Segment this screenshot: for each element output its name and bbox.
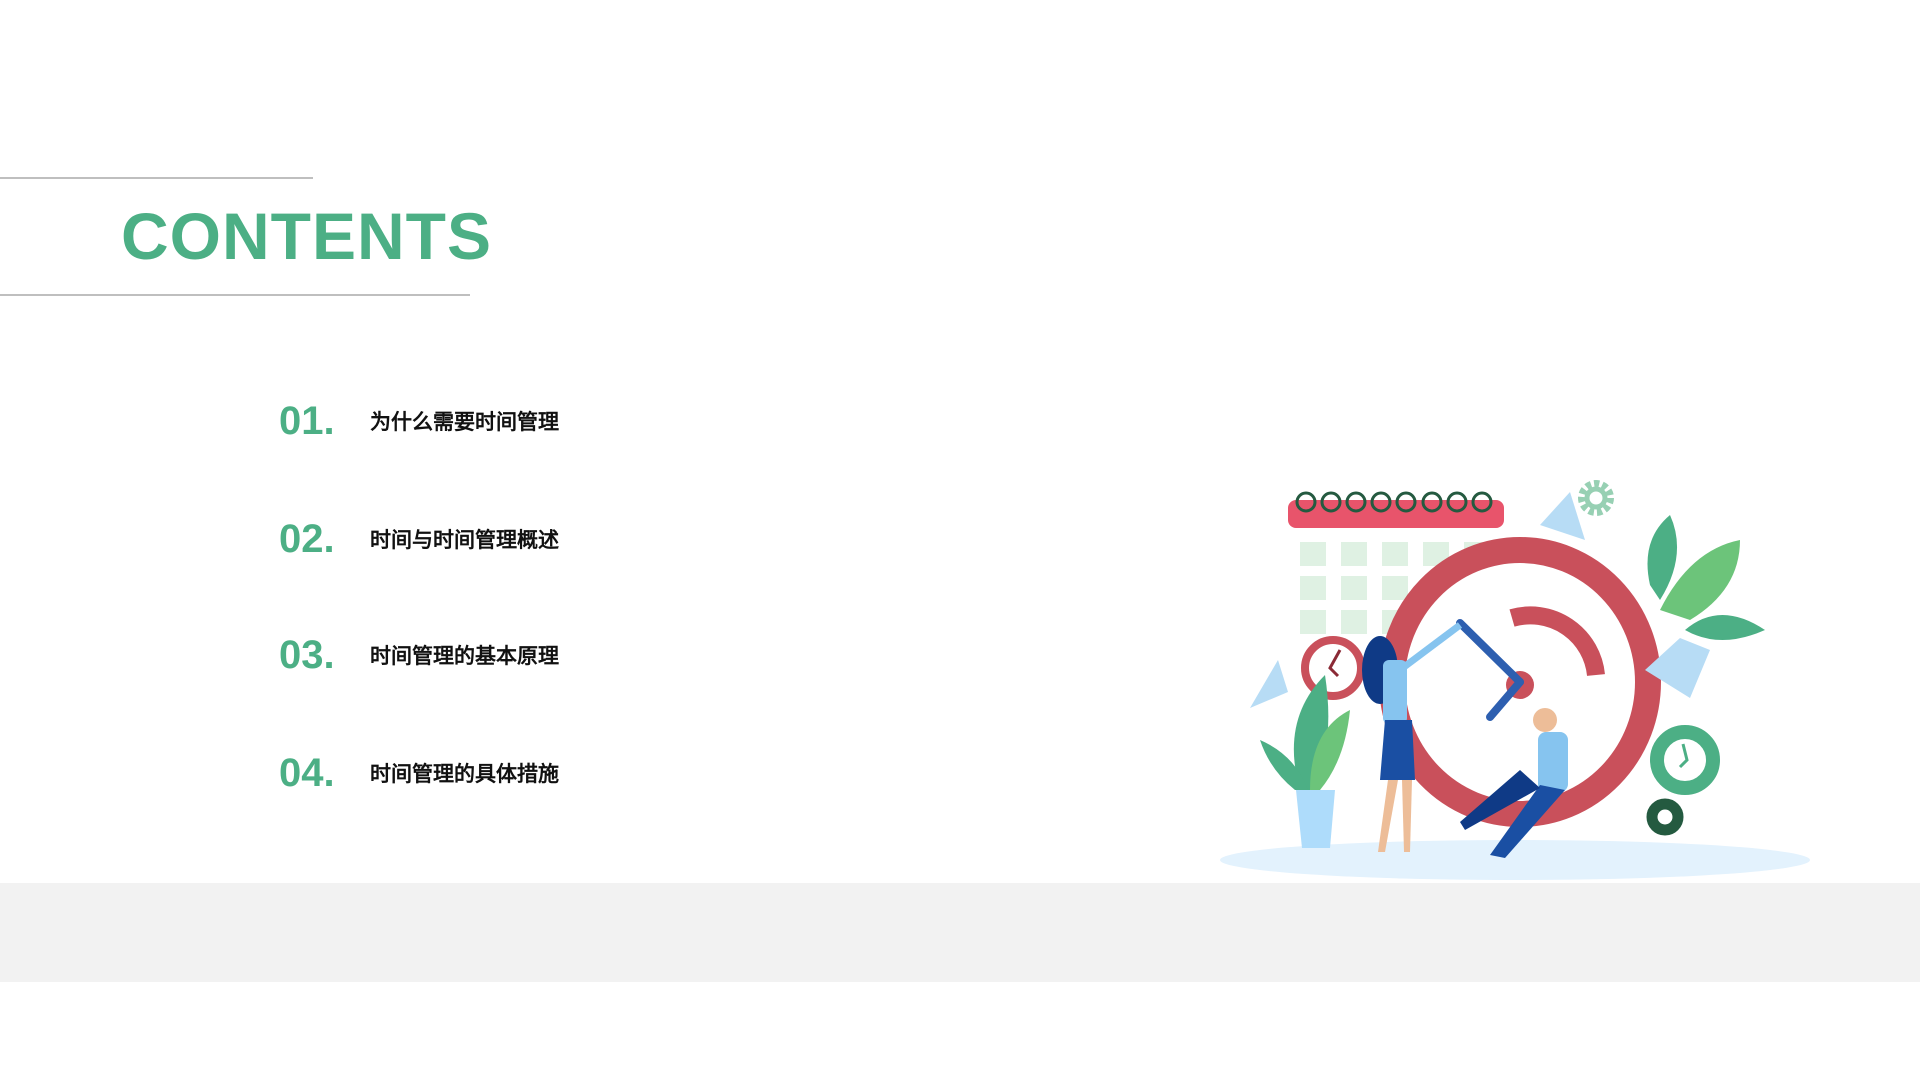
item-number: 03. bbox=[279, 632, 335, 677]
small-clock-icon bbox=[1301, 636, 1365, 700]
contents-item-3[interactable]: 03. 时间管理的基本原理 bbox=[279, 630, 559, 680]
woman-figure bbox=[1362, 622, 1463, 852]
item-number: 04. bbox=[279, 750, 335, 795]
leaves-icon bbox=[1645, 515, 1765, 698]
item-number: 02. bbox=[279, 516, 335, 561]
paper-plane-icon bbox=[1250, 660, 1288, 708]
contents-item-4[interactable]: 04. 时间管理的具体措施 bbox=[279, 748, 559, 798]
item-label: 时间管理的具体措施 bbox=[370, 762, 559, 786]
plant-icon bbox=[1260, 675, 1350, 848]
time-management-illustration bbox=[1220, 480, 1810, 880]
item-label: 时间管理的基本原理 bbox=[370, 644, 559, 668]
man-figure bbox=[1460, 708, 1568, 858]
paper-plane-icon bbox=[1540, 492, 1585, 540]
item-label: 为什么需要时间管理 bbox=[370, 410, 559, 434]
top-divider bbox=[0, 177, 313, 179]
page-title: CONTENTS bbox=[121, 199, 492, 273]
item-label: 时间与时间管理概述 bbox=[370, 528, 559, 552]
gear-clock-icon bbox=[1650, 725, 1720, 795]
ground-shadow bbox=[1220, 840, 1810, 880]
contents-item-1[interactable]: 01. 为什么需要时间管理 bbox=[279, 396, 559, 446]
gear-icon bbox=[1578, 480, 1614, 516]
contents-item-2[interactable]: 02. 时间与时间管理概述 bbox=[279, 514, 559, 564]
bottom-divider bbox=[0, 294, 470, 296]
gear-icon bbox=[1646, 798, 1684, 836]
item-number: 01. bbox=[279, 398, 335, 443]
footer-band bbox=[0, 883, 1920, 982]
